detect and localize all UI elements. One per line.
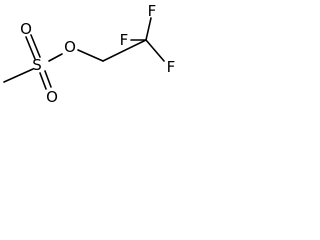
bond-sulfur-oxygen-top-a	[25, 36, 36, 60]
bond-carbon-fluorine-top	[145, 17, 152, 41]
atom-labels: S O O O F F F	[20, 2, 175, 106]
bond-methylene-carbon	[102, 39, 147, 62]
atom-fluorine-left: F	[120, 31, 129, 49]
bond-sulfur-oxygen-bottom-a	[39, 72, 47, 90]
bond-sulfur-oxygen-bottom-b	[44, 70, 52, 88]
bonds	[3, 17, 165, 90]
atom-oxygen-top: O	[20, 20, 32, 38]
structure-canvas: S O O O F F F	[0, 0, 184, 112]
molecule-diagram: S O O O F F F	[3, 2, 175, 106]
atom-sulfur: S	[32, 56, 42, 74]
atom-oxygen-bottom: O	[46, 88, 58, 106]
bond-sulfur-oxygen-ester	[48, 53, 63, 62]
atom-fluorine-top: F	[148, 2, 157, 20]
bond-carbon-fluorine-right	[145, 39, 165, 62]
bond-sulfur-oxygen-top-b	[30, 34, 41, 58]
bond-methyl-sulfur	[3, 68, 34, 83]
bond-oxygen-methylene	[77, 49, 104, 62]
atom-fluorine-right: F	[167, 58, 176, 76]
atom-oxygen-ester: O	[64, 38, 76, 56]
